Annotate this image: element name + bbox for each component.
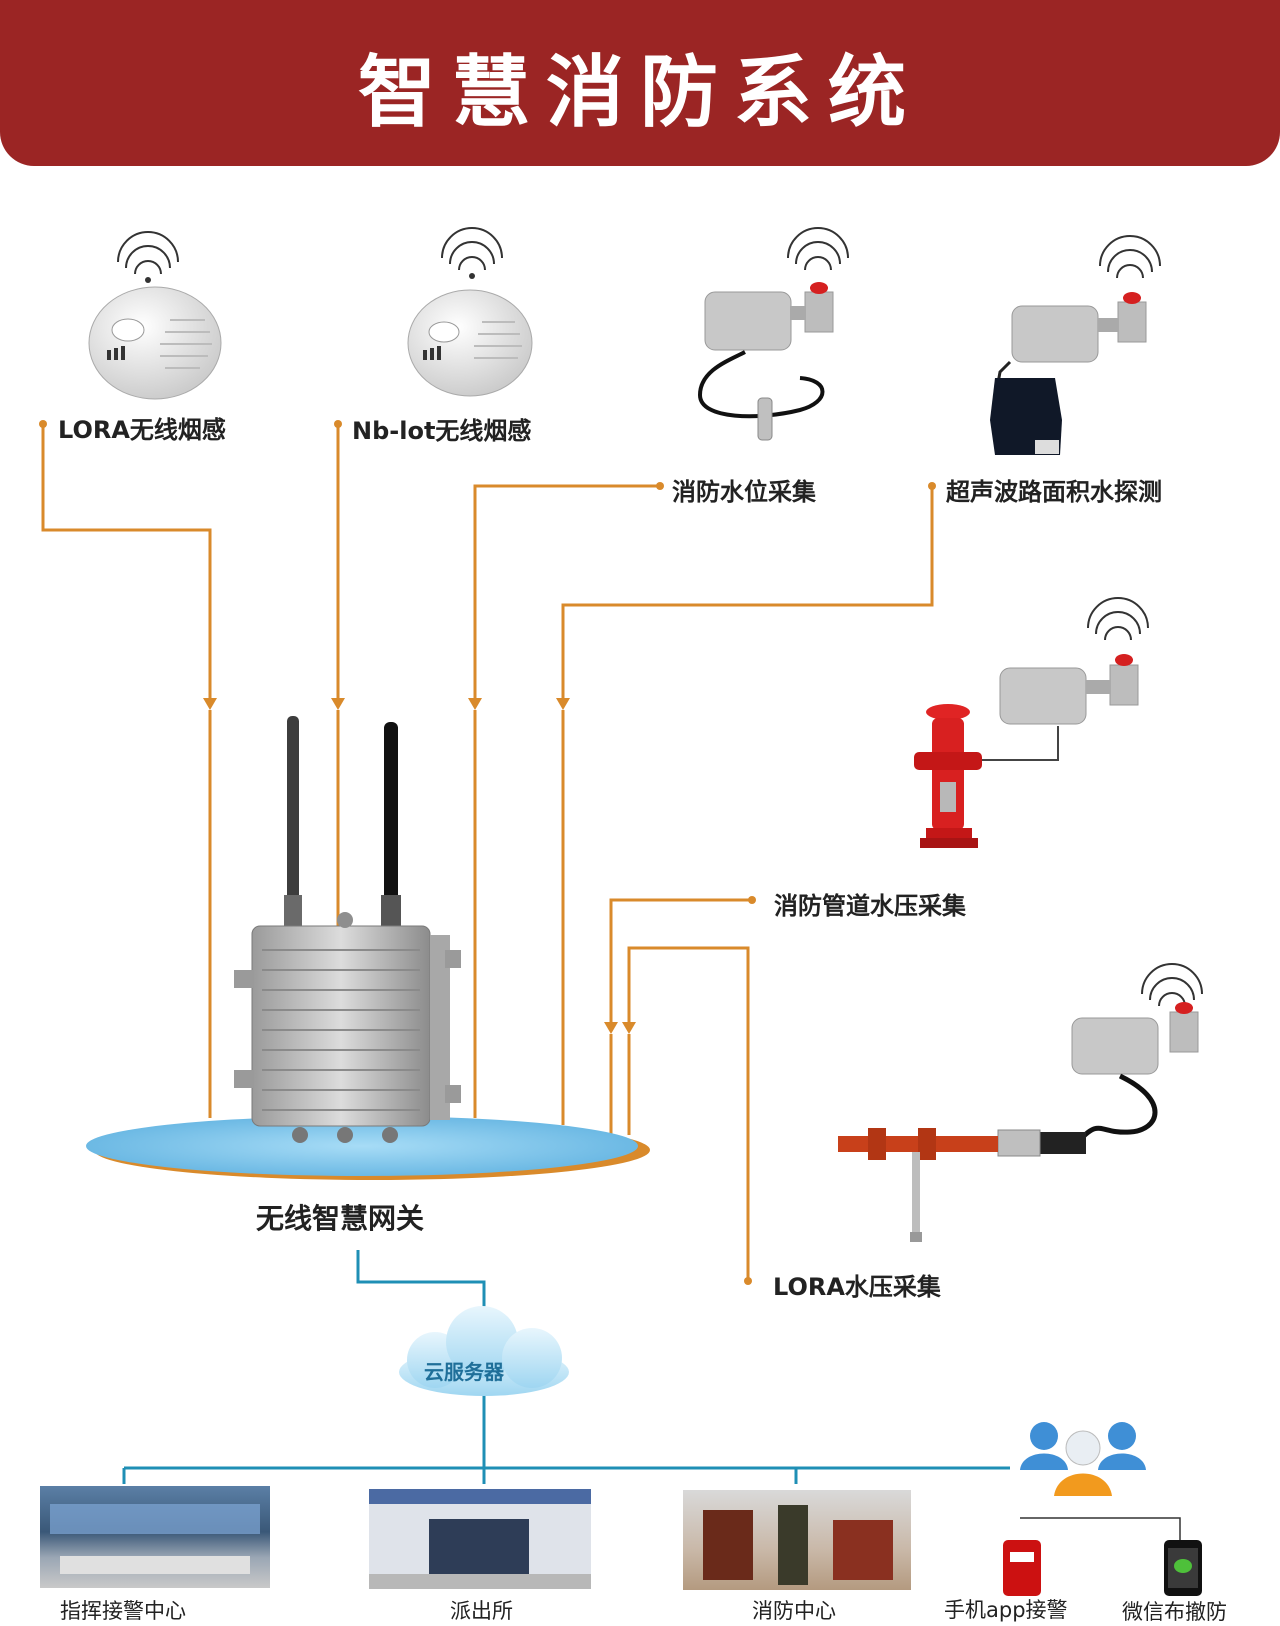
water-level-sensor: [697, 227, 849, 441]
fire-center-photo: [683, 1490, 911, 1590]
police-station-photo: [369, 1489, 591, 1589]
gateway-device: [234, 716, 461, 1143]
connector-dots: [39, 420, 936, 1285]
ultrasonic-sensor: [990, 235, 1161, 455]
label-mobile-app: 手机app接警: [944, 1598, 1068, 1622]
cloud-label: 云服务器: [424, 1360, 504, 1384]
connector-pipe-pressure: [609, 898, 752, 1024]
connector-arrows: [203, 698, 636, 1034]
pipe-pressure-sensor: [965, 597, 1149, 761]
command-center-photo: [40, 1486, 270, 1588]
gateway-platform: [86, 1116, 638, 1176]
label-lora-pressure: LORA水压采集: [773, 1273, 941, 1301]
connector-water-level: [473, 484, 660, 700]
label-wechat: 微信布撤防: [1122, 1600, 1227, 1624]
label-water-level: 消防水位采集: [672, 478, 816, 506]
label-nb-smoke: Nb-lot无线烟感: [352, 417, 532, 445]
gateway-label: 无线智慧网关: [256, 1202, 425, 1235]
lora-pressure-sensor: [838, 963, 1203, 1242]
connector-lora-pressure: [627, 946, 750, 1281]
label-command-center: 指挥接警中心: [60, 1599, 186, 1623]
nb-smoke-detector: [407, 227, 533, 397]
mobile-phone-icon: [1003, 1540, 1041, 1596]
label-police-station: 派出所: [450, 1599, 513, 1623]
label-fire-center: 消防中心: [752, 1599, 836, 1623]
users-icon: [1020, 1422, 1146, 1496]
fire-hydrant: [914, 704, 982, 848]
wechat-phone-icon: [1164, 1540, 1202, 1596]
title-banner: 智慧消防系统: [0, 0, 1280, 166]
connector-ultrasonic: [561, 486, 934, 700]
user-branch-lines: [1020, 1517, 1181, 1540]
cloud-icon: [399, 1306, 569, 1396]
connector-lora-smoke: [41, 424, 212, 700]
network-lines: [122, 1250, 1010, 1484]
page-title: 智慧消防系统: [357, 48, 922, 138]
label-ultrasonic: 超声波路面积水探测: [946, 478, 1162, 506]
label-pipe-pressure: 消防管道水压采集: [774, 892, 966, 920]
label-lora-smoke: LORA无线烟感: [58, 416, 226, 444]
lora-smoke-detector: [88, 231, 222, 400]
